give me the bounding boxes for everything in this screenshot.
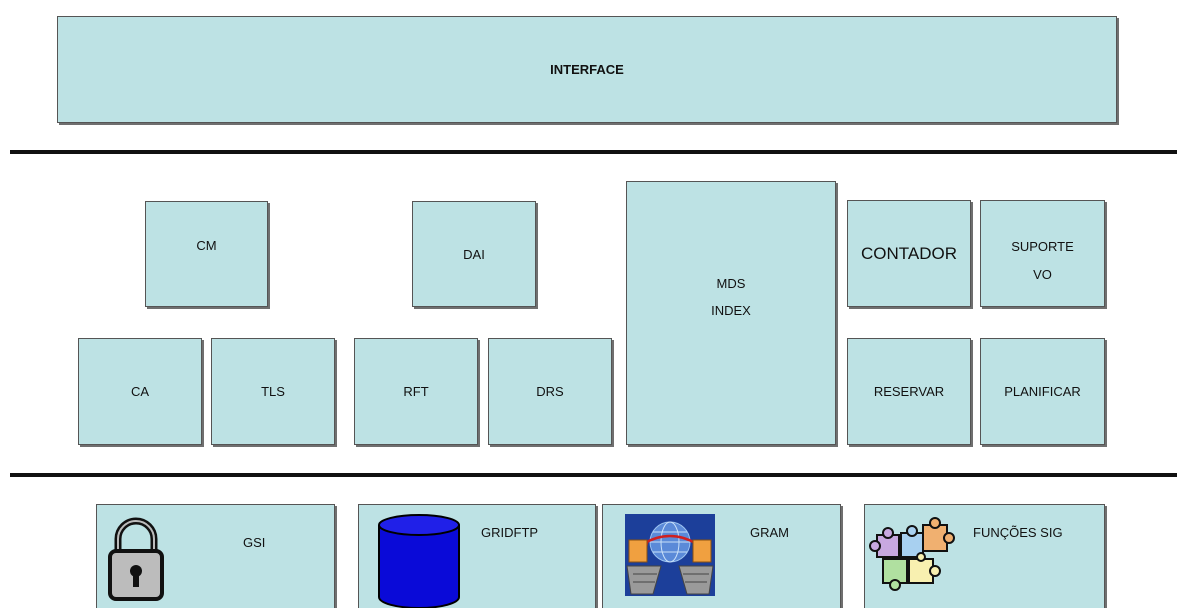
tls-label: TLS — [261, 384, 285, 399]
interface-box: INTERFACE — [57, 16, 1117, 123]
lock-icon — [108, 517, 164, 601]
reservar-box: RESERVAR — [847, 338, 971, 445]
database-icon — [378, 514, 460, 608]
gsi-box: GSI — [96, 504, 335, 608]
contador-label: CONTADOR — [860, 243, 957, 263]
tls-box: TLS — [211, 338, 335, 445]
gram-box: GRAM — [602, 504, 841, 608]
suporte-vo-box: SUPORTE VO — [980, 200, 1105, 307]
rft-label: RFT — [403, 384, 429, 399]
gsi-label: GSI — [243, 535, 266, 550]
index-label: INDEX — [711, 303, 751, 318]
contador-box: CONTADOR — [847, 200, 971, 307]
puzzle-pieces-icon — [869, 517, 955, 591]
gridftp-label: GRIDFTP — [481, 525, 539, 540]
mds-index-box: MDS INDEX — [626, 181, 836, 445]
funcoes-sig-box: FUNÇÕES SIG — [864, 504, 1105, 608]
planificar-box: PLANIFICAR — [980, 338, 1105, 445]
divider-top — [10, 150, 1177, 154]
ca-label: CA — [130, 384, 150, 399]
drs-label: DRS — [536, 384, 564, 399]
rft-box: RFT — [354, 338, 478, 445]
cm-label: CM — [196, 237, 217, 253]
mds-label: MDS — [716, 276, 746, 291]
funcoes-sig-label: FUNÇÕES SIG — [973, 525, 1063, 540]
ca-box: CA — [78, 338, 202, 445]
dai-label: DAI — [463, 246, 485, 262]
cm-box: CM — [145, 201, 268, 307]
dai-box: DAI — [412, 201, 536, 307]
drs-box: DRS — [488, 338, 612, 445]
gridftp-box: GRIDFTP — [358, 504, 596, 608]
suporte-label: SUPORTE — [1011, 239, 1074, 254]
vo-label: VO — [1033, 267, 1052, 282]
gram-label: GRAM — [750, 525, 789, 540]
reservar-label: RESERVAR — [873, 384, 945, 399]
planificar-label: PLANIFICAR — [1004, 384, 1081, 399]
interface-label: INTERFACE — [550, 62, 624, 77]
divider-bottom — [10, 473, 1177, 477]
network-computers-icon — [625, 514, 715, 596]
